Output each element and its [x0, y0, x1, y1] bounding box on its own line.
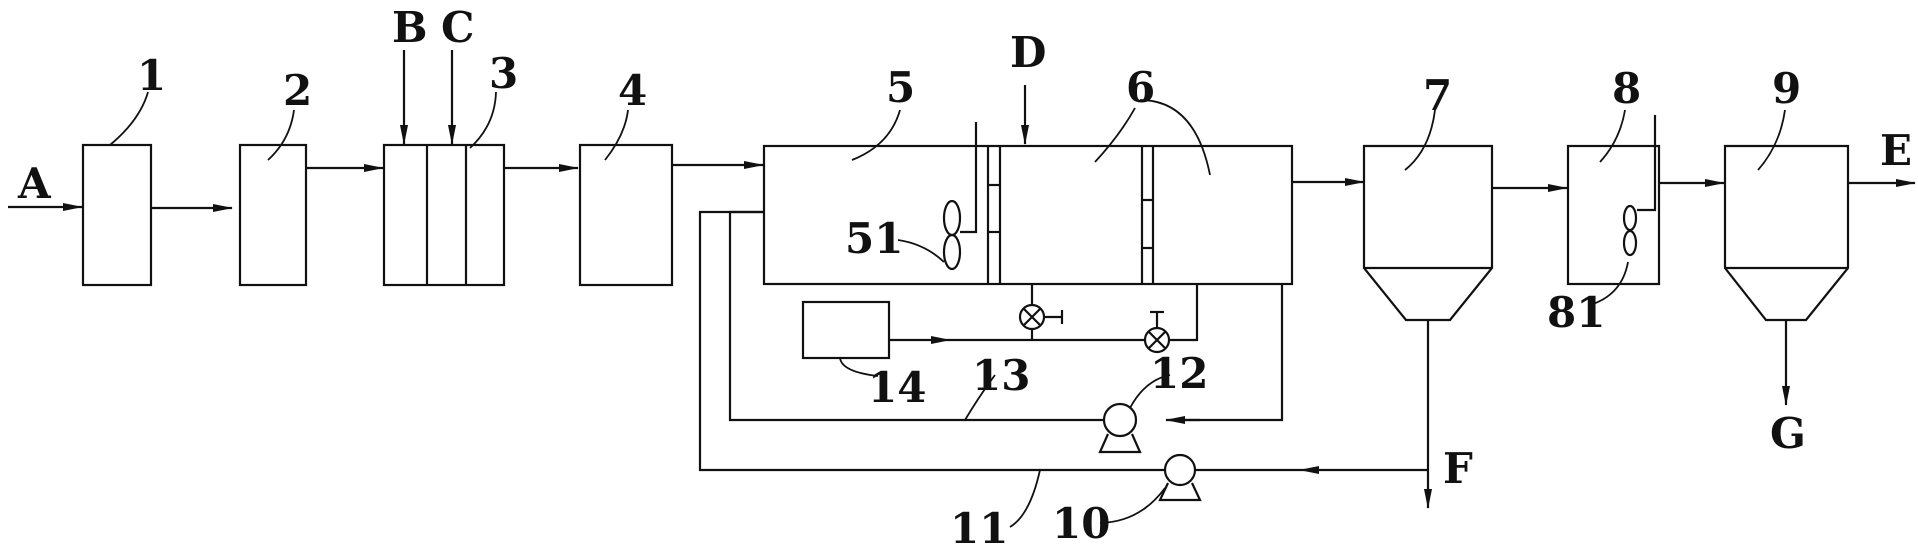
unit-12-leader: [1129, 374, 1171, 409]
label-unit-11: 11: [950, 504, 1008, 553]
valve-2-line: [1169, 284, 1199, 342]
label-unit-2: 2: [283, 66, 312, 115]
unit-4-box: [578, 143, 674, 287]
label-unit-13: 13: [972, 351, 1030, 400]
unit-5-leader: [851, 109, 901, 161]
unit-8-leader: [1599, 109, 1626, 163]
unit-13-leader: [964, 374, 996, 421]
unit-81-leader: [1589, 261, 1629, 306]
mixer-81-shaft: [1637, 115, 1657, 212]
unit-2-leader: [267, 109, 295, 161]
label-unit-81: 81: [1547, 288, 1605, 337]
unit-8-box: [1566, 144, 1661, 286]
pump-10: [1158, 453, 1202, 502]
label-unit-3: 3: [489, 49, 518, 98]
valve-1: [1018, 303, 1046, 331]
unit-7-clarifier: [1362, 144, 1494, 322]
mixer-51-blade: [942, 233, 962, 271]
unit-6-leader: [1094, 107, 1136, 163]
label-stream-b: B: [392, 3, 428, 52]
label-unit-10: 10: [1052, 499, 1110, 548]
unit-2-box: [238, 143, 308, 287]
unit-4-leader: [604, 109, 629, 161]
label-stream-a: A: [17, 159, 52, 208]
unit-1-leader: [109, 91, 149, 146]
mixer-51-shaft: [960, 122, 978, 234]
label-unit-8: 8: [1612, 64, 1641, 113]
label-stream-f: F: [1443, 444, 1473, 493]
unit-14-box: [801, 300, 891, 360]
label-stream-c: C: [441, 3, 474, 52]
label-unit-14: 14: [868, 363, 926, 412]
unit-10-leader: [1099, 487, 1166, 524]
label-unit-7: 7: [1423, 71, 1452, 120]
label-unit-51: 51: [845, 214, 903, 263]
valve-2: [1143, 326, 1171, 354]
unit-9-leader: [1757, 109, 1786, 171]
label-unit-1: 1: [137, 51, 166, 100]
label-unit-6: 6: [1126, 63, 1155, 112]
unit-6-leader: [1139, 99, 1211, 176]
sludge-return-line-11: [698, 210, 1165, 472]
unit-9-clarifier: [1723, 144, 1850, 322]
unit-1-box: [81, 143, 153, 287]
unit-7-leader: [1404, 109, 1436, 171]
unit-3-box: [382, 143, 506, 287]
pump-12: [1098, 402, 1142, 454]
mixer-81-blade: [1622, 229, 1638, 257]
label-unit-4: 4: [618, 66, 647, 115]
unit-51-leader: [897, 239, 945, 263]
unit-14-leader: [839, 357, 879, 377]
label-unit-5: 5: [886, 63, 915, 112]
label-unit-9: 9: [1772, 64, 1801, 113]
recycle-line-13: [1170, 284, 1284, 422]
label-stream-e: E: [1880, 126, 1912, 175]
label-stream-d: D: [1010, 28, 1046, 77]
unit-5-6-tank: [762, 144, 1294, 286]
unit-3-leader: [469, 91, 497, 149]
unit-11-leader: [1009, 469, 1041, 528]
label-stream-g: G: [1770, 409, 1806, 458]
label-unit-12: 12: [1150, 349, 1208, 398]
